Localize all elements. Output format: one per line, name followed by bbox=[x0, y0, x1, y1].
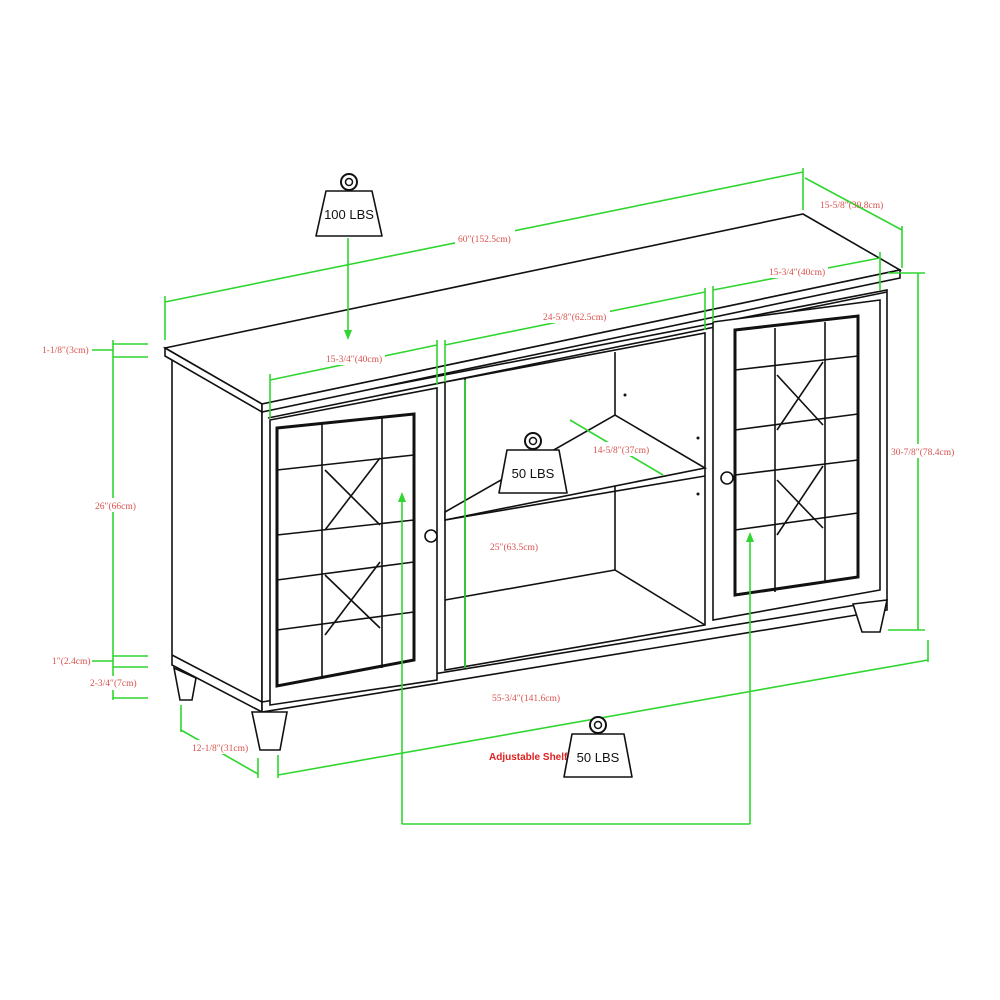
opening-height-label: 25″(63.5cm) bbox=[490, 542, 538, 553]
depth-label: 15-5/8″(39.8cm) bbox=[820, 200, 883, 211]
weight-shelf-text: 50 LBS bbox=[512, 466, 555, 481]
overall-width-label: 60″(152.5cm) bbox=[458, 234, 511, 245]
dimension-lines bbox=[92, 168, 929, 825]
dimension-labels: 60″(152.5cm) 15-5/8″(39.8cm) 15-3/4″(40c… bbox=[42, 200, 960, 763]
top-thickness-label: 1-1/8″(3cm) bbox=[42, 345, 89, 356]
left-side-panel bbox=[171, 356, 263, 714]
cabinet bbox=[162, 213, 903, 751]
weight-top-text: 100 LBS bbox=[324, 207, 374, 222]
adjustable-shelf-label: Adjustable Shelf bbox=[489, 752, 568, 763]
weight-icon-shelf: 50 LBS bbox=[498, 432, 568, 494]
right-glass-door bbox=[712, 299, 881, 621]
body-height-label: 26″(66cm) bbox=[95, 501, 136, 512]
door-knob bbox=[424, 529, 438, 543]
overall-height-label: 30-7/8″(78.4cm) bbox=[891, 447, 954, 458]
leg-height-label: 2-3/4″(7cm) bbox=[90, 678, 137, 689]
leg bbox=[851, 599, 889, 633]
weight-icon-bottom: 50 LBS bbox=[563, 716, 633, 778]
weight-bottom-text: 50 LBS bbox=[577, 750, 620, 765]
leg-depth-label: 12-1/8″(31cm) bbox=[192, 743, 248, 754]
base-height-label: 1″(2.4cm) bbox=[52, 656, 91, 667]
leg bbox=[172, 666, 197, 701]
shelf-depth-label: 14-5/8″(37cm) bbox=[593, 445, 649, 456]
left-door-width-label: 15-3/4″(40cm) bbox=[326, 354, 382, 365]
left-glass-door bbox=[269, 387, 438, 706]
center-opening-width-label: 24-5/8″(62.5cm) bbox=[543, 312, 606, 323]
leg bbox=[251, 711, 288, 751]
door-knob bbox=[720, 471, 734, 485]
right-door-width-label: 15-3/4″(40cm) bbox=[769, 267, 825, 278]
inner-width-label: 55-3/4″(141.6cm) bbox=[492, 693, 560, 704]
weight-icon-top: 100 LBS bbox=[315, 173, 383, 237]
